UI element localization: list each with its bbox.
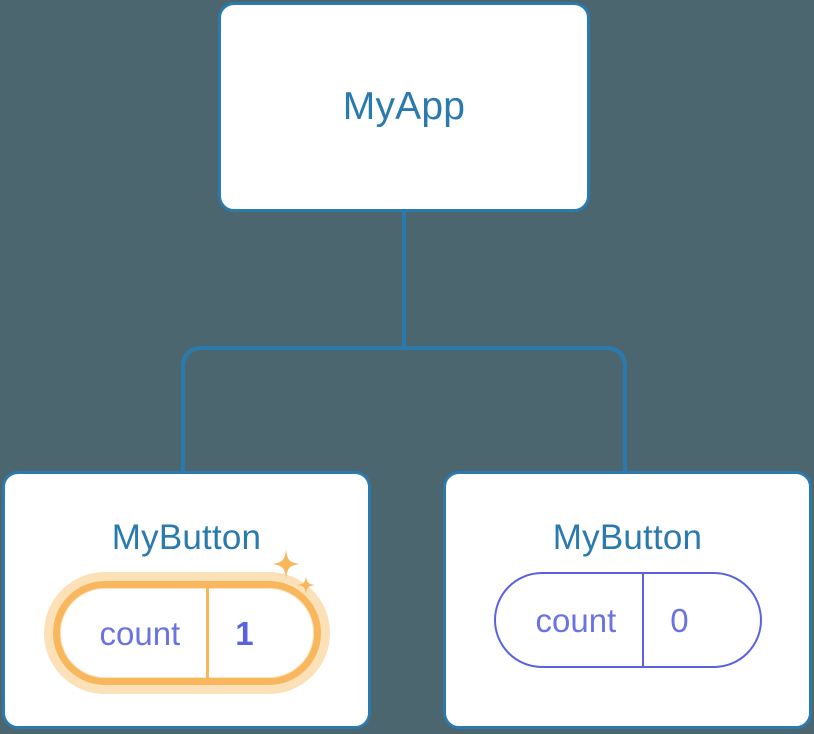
state-pill-value: 0 — [642, 574, 724, 666]
root-node-title: MyApp — [342, 85, 466, 128]
node-card-root[interactable]: MyApp — [218, 2, 590, 212]
state-pill-key: count — [99, 614, 181, 652]
connector-branch-left — [181, 346, 204, 474]
state-pill-glow: count 1 — [43, 550, 330, 694]
state-pill-wrapper: count 0 — [446, 572, 809, 668]
child-node-title: MyButton — [111, 518, 262, 557]
node-card-child-0[interactable]: MyButton count 1 — [2, 471, 371, 729]
child-node-title: MyButton — [552, 518, 703, 557]
state-pill-key: count — [535, 601, 617, 639]
state-pill-count-updated[interactable]: count 1 — [52, 581, 321, 685]
node-card-child-1[interactable]: MyButton count 0 — [443, 471, 812, 729]
connector-branch-right — [604, 346, 627, 474]
state-pill-count[interactable]: count 0 — [493, 572, 762, 668]
state-pill-value: 1 — [206, 588, 289, 678]
state-pill-wrapper-highlighted: count 1 — [5, 550, 368, 694]
